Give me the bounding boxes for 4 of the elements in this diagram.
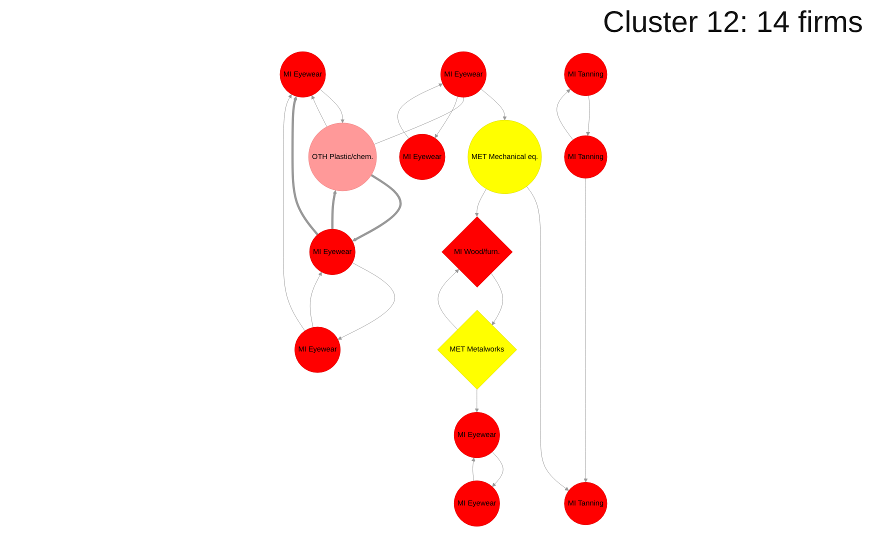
- diagram-title: Cluster 12: 14 firms: [602, 6, 863, 40]
- arrow: [331, 190, 337, 230]
- arrow: [352, 174, 402, 242]
- arrow: [291, 96, 318, 236]
